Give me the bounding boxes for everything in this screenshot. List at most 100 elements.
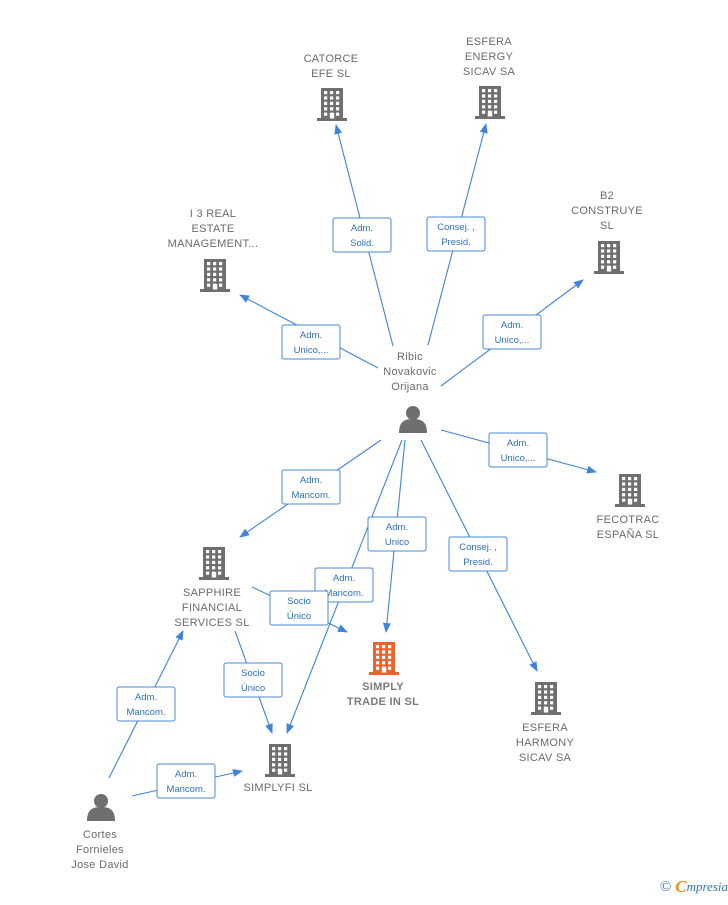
building-icon-i3[interactable] [200, 259, 230, 292]
node-label-line: Orijana [391, 381, 429, 393]
role-label-text: Unico,... [495, 335, 530, 346]
edge-role-label-ribic-catorce[interactable]: Adm. Solid. [332, 217, 392, 253]
role-label-text: Unico,... [501, 453, 536, 464]
role-label-text: Mancom. [324, 588, 363, 599]
node-label-line: ESPAÑA SL [597, 528, 659, 541]
role-label-box [448, 536, 508, 572]
node-label-line: B2 [600, 190, 614, 202]
building-icon-b2[interactable] [594, 241, 624, 274]
role-label-text: Mancom. [126, 707, 165, 718]
role-label-text: Mancom. [166, 784, 205, 795]
node-label-line: ESTATE [192, 223, 235, 235]
role-label-text: Único [287, 611, 311, 622]
role-label-text: Presid. [441, 237, 471, 248]
node-label-line: TRADE IN SL [347, 696, 419, 708]
building-icon-esfera_harmony[interactable] [531, 682, 561, 715]
role-label-text: Socio [241, 668, 265, 679]
brand-logo-initial: C [675, 877, 687, 896]
edge-role-label-ribic-sapphire[interactable]: Adm. Mancom. [281, 469, 341, 505]
edge-role-label-ribic-simplyfi[interactable]: Adm. Mancom. [314, 567, 374, 603]
edge-role-label-ribic-i3[interactable]: Adm.Unico,... [281, 324, 341, 360]
role-label-box [281, 324, 341, 360]
node-label-line: Fornieles [76, 844, 124, 856]
role-label-text: Adm. [300, 475, 322, 486]
role-label-text: Unico,... [294, 345, 329, 356]
edge-role-label-ribic-b2[interactable]: Adm. Unico,... [482, 314, 542, 350]
role-label-box [314, 567, 374, 603]
role-label-text: Adm. [501, 320, 523, 331]
node-label-line: ENERGY [465, 51, 514, 63]
person-icon-ribic[interactable] [399, 406, 427, 433]
edge-role-label-cortes-simplyfi[interactable]: Adm. Mancom. [156, 763, 216, 799]
node-label-line: SICAV SA [519, 752, 572, 764]
node-label-line: SAPPHIRE [183, 587, 241, 599]
node-label-line: CATORCE [304, 53, 359, 65]
node-label-line: SERVICES SL [174, 617, 249, 629]
node-label-line: CONSTRUYE [571, 205, 643, 217]
role-label-text: Presid. [463, 557, 493, 568]
edge-role-label-cortes-sapphire[interactable]: Adm. Mancom. [116, 686, 176, 722]
node-label-line: ESFERA [466, 36, 512, 48]
brand-logo-text: mpresia [686, 879, 728, 894]
edge-role-label-ribic-esfera_harmony[interactable]: Consej. , Presid. [448, 536, 508, 572]
node-label-catorce[interactable]: CATORCE EFE SL [304, 53, 359, 80]
role-label-text: Mancom. [291, 490, 330, 501]
role-label-box [488, 432, 548, 468]
node-label-line: Ribic [397, 351, 423, 363]
node-label-simply[interactable]: SIMPLY TRADE IN SL [347, 681, 419, 708]
node-label-line: Cortes [83, 829, 117, 841]
role-label-text: Adm. [333, 573, 355, 584]
node-label-line: Jose David [71, 859, 128, 871]
role-label-box [332, 217, 392, 253]
building-icon-esfera_energy[interactable] [475, 86, 505, 119]
edge-role-label-ribic-esfera_energy[interactable]: Consej. , Presid. [426, 216, 486, 252]
role-label-text: Adm. [351, 223, 373, 234]
role-label-box [281, 469, 341, 505]
role-label-box [269, 590, 329, 626]
person-icon-cortes[interactable] [87, 794, 115, 821]
role-label-box [116, 686, 176, 722]
edge-role-label-ribic-fecotrac[interactable]: Adm. Unico,... [488, 432, 548, 468]
role-label-box [367, 516, 427, 552]
role-label-text: Unico [385, 537, 409, 548]
building-icon-sapphire[interactable] [199, 547, 229, 580]
role-label-text: Adm. [386, 522, 408, 533]
role-label-text: Consej. , [459, 542, 497, 553]
node-label-esfera_harmony[interactable]: ESFERA HARMONY SICAV SA [516, 722, 575, 764]
building-icon-fecotrac[interactable] [615, 474, 645, 507]
role-label-text: Adm. [507, 438, 529, 449]
copyright-symbol: © [659, 878, 672, 895]
node-label-sapphire[interactable]: SAPPHIRE FINANCIAL SERVICES SL [174, 587, 249, 629]
role-label-text: Adm. [175, 769, 197, 780]
role-label-text: Solid. [350, 238, 374, 249]
node-label-line: SL [600, 220, 614, 232]
role-label-text: Socio [287, 596, 311, 607]
node-label-i3[interactable]: I 3 REALESTATEMANAGEMENT... [168, 208, 259, 250]
edge-role-label-ribic-simply[interactable]: Adm. Unico [367, 516, 427, 552]
role-label-text: Adm. [135, 692, 157, 703]
node-label-line: SIMPLY [362, 681, 404, 693]
node-label-line: HARMONY [516, 737, 575, 749]
building-icon-simply[interactable] [369, 642, 399, 675]
role-label-text: Consej. , [437, 222, 475, 233]
node-label-simplyfi[interactable]: SIMPLYFI SL [243, 782, 312, 794]
node-label-line: SICAV SA [463, 66, 516, 78]
role-label-box [223, 662, 283, 698]
node-label-line: FINANCIAL [182, 602, 242, 614]
building-icon-catorce[interactable] [317, 88, 347, 121]
role-label-text: Único [241, 683, 265, 694]
node-label-line: EFE SL [311, 68, 351, 80]
node-label-line: Novakovic [383, 366, 437, 378]
node-label-esfera_energy[interactable]: ESFERA ENERGY SICAV SA [463, 36, 516, 78]
role-label-box [426, 216, 486, 252]
node-label-line: ESFERA [522, 722, 568, 734]
building-icon-simplyfi[interactable] [265, 744, 295, 777]
